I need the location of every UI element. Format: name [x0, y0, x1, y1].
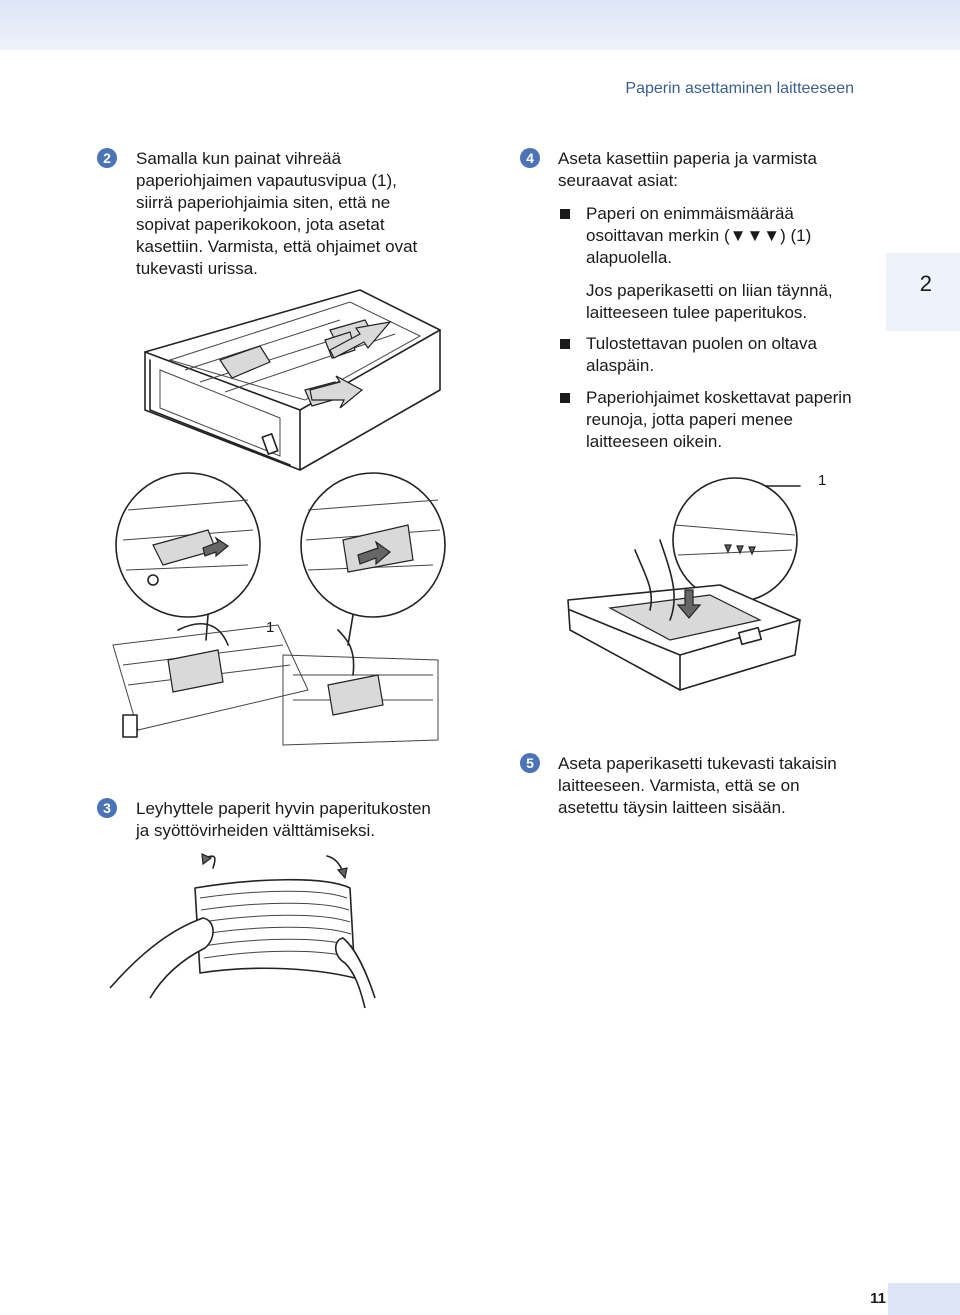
callout-number: 1 [818, 472, 827, 489]
step-4-text: Aseta kasettiin paperia ja varmista seur… [558, 148, 817, 192]
text-line: siirrä paperiohjaimia siten, että ne [136, 193, 391, 212]
fanning-paper-illustration [109, 853, 376, 1009]
text-line: alaspäin. [586, 356, 655, 375]
text-line: laitteeseen tulee paperitukos. [586, 303, 808, 322]
text-line: kasettiin. Varmista, että ohjaimet ovat [136, 237, 418, 256]
text-line: Tulostettavan puolen on oltava [586, 334, 817, 353]
text-line: seuraavat asiat: [558, 171, 679, 190]
guide-release-lever-closeups [112, 472, 446, 746]
bullet-text: Paperi on enimmäismäärää osoittavan merk… [586, 203, 811, 269]
text-line: laitteeseen. Varmista, että se on [558, 776, 800, 795]
step-5-text: Aseta paperikasetti tukevasti takaisin l… [558, 753, 837, 819]
text-line: Aseta paperikasetti tukevasti takaisin [558, 754, 837, 773]
text-line: sopivat paperikokoon, jota asetat [136, 215, 385, 234]
step-2-badge: 2 [97, 148, 117, 168]
text-line: Jos paperikasetti on liian täynnä, [586, 281, 833, 300]
bullet-square-icon [560, 209, 570, 219]
text-line: Aseta kasettiin paperia ja varmista [558, 149, 817, 168]
step-3-badge: 3 [97, 798, 117, 818]
paper-loading-illustration [567, 477, 801, 691]
text-line: Samalla kun painat vihreää [136, 149, 342, 168]
text-line: tukevasti urissa. [136, 259, 258, 278]
text-line: Paperi on enimmäismäärää [586, 204, 794, 223]
chapter-number: 2 [919, 271, 932, 296]
step-5-badge: 5 [520, 753, 540, 773]
page-number: 11 [870, 1290, 886, 1307]
bullet-square-icon [560, 339, 570, 349]
step-2-text: Samalla kun painat vihreää paperiohjaime… [136, 148, 417, 280]
note-text: Jos paperikasetti on liian täynnä, laitt… [586, 280, 833, 324]
text-line: reunoja, jotta paperi menee [586, 410, 793, 429]
bullet-item: Paperiohjaimet koskettavat paperin reuno… [560, 387, 852, 453]
text-line: osoittavan merkin (▼▼▼) (1) [586, 226, 812, 245]
running-header: Paperin asettaminen laitteeseen [625, 80, 854, 97]
text-line: Paperiohjaimet koskettavat paperin [586, 388, 852, 407]
text-line: ja syöttövirheiden välttämiseksi. [136, 821, 376, 840]
paper-tray-illustration [144, 289, 441, 471]
bullet-item: Paperi on enimmäismäärää osoittavan merk… [560, 203, 811, 269]
top-band [0, 0, 960, 50]
chapter-tab [886, 253, 960, 331]
text-line: Leyhyttele paperit hyvin paperitukosten [136, 799, 431, 818]
callout-number: 1 [266, 619, 275, 636]
text-line: laitteeseen oikein. [586, 432, 723, 451]
bullet-text: Tulostettavan puolen on oltava alaspäin. [586, 333, 817, 377]
text-line: alapuolella. [586, 248, 673, 267]
bullet-text: Paperiohjaimet koskettavat paperin reuno… [586, 387, 852, 453]
step-4-badge: 4 [520, 148, 540, 168]
bullet-square-icon [560, 393, 570, 403]
text-line: asetettu täysin laitteen sisään. [558, 798, 786, 817]
bullet-item: Tulostettavan puolen on oltava alaspäin. [560, 333, 817, 377]
text-line: paperiohjaimen vapautusvipua (1), [136, 171, 397, 190]
page-number-tab [888, 1283, 960, 1315]
step-3-text: Leyhyttele paperit hyvin paperitukosten … [136, 798, 431, 842]
